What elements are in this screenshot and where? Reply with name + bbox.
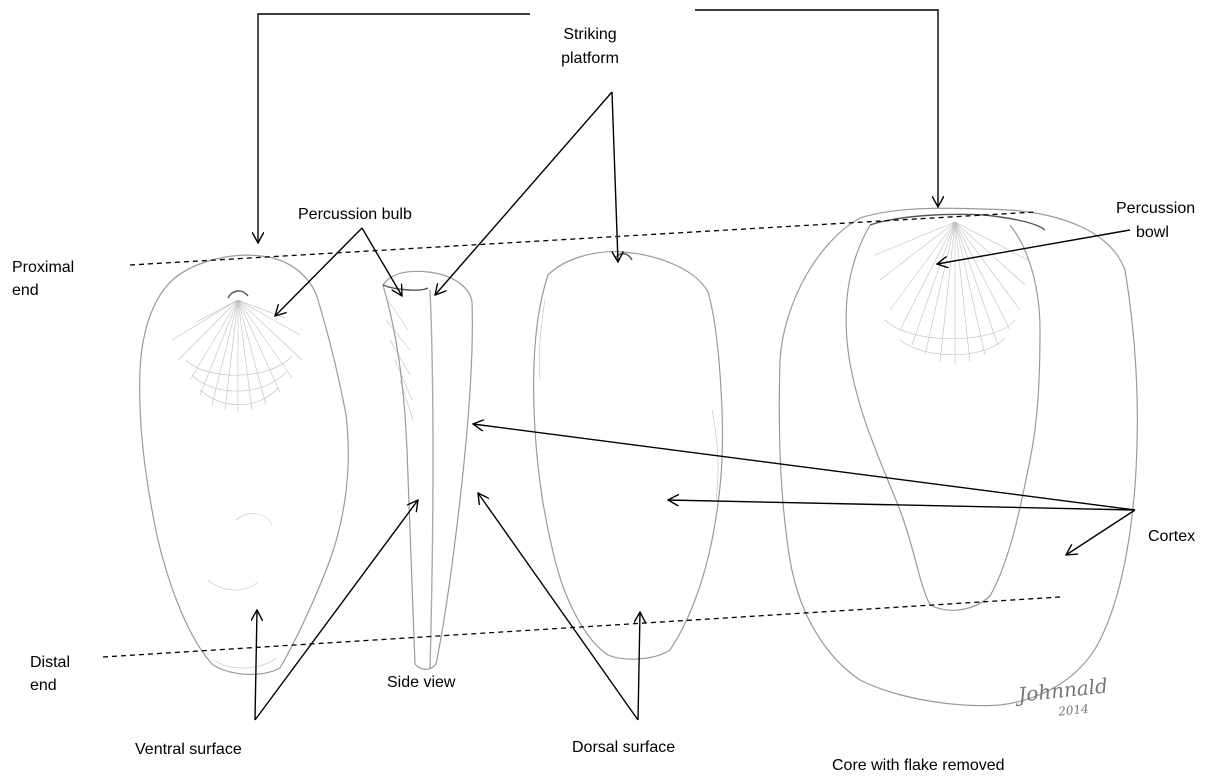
svg-text:2014: 2014: [1057, 702, 1090, 719]
percussion-bowl-arrow: [937, 230, 1130, 264]
side-view-label: Side view: [387, 674, 456, 691]
core-with-flake-removed-label: Core with flake removed: [832, 757, 1005, 774]
proximal-end-label-line2: end: [12, 282, 39, 299]
percussion-bowl-label: Percussion: [1116, 200, 1195, 217]
percussion-bowl-label-line2: bowl: [1136, 224, 1169, 241]
striking-platform-label-line2: platform: [561, 50, 619, 67]
cortex-arrows: [473, 424, 1135, 555]
dorsal-flake-drawing: [534, 252, 723, 659]
percussion-bulb-label: Percussion bulb: [298, 206, 412, 223]
distal-reference-line: [103, 597, 1060, 657]
svg-text:Johnnald: Johnnald: [1013, 674, 1109, 708]
ventral-surface-label: Ventral surface: [135, 741, 242, 758]
percussion-bulb-arrows: [275, 228, 402, 316]
cortex-label: Cortex: [1148, 528, 1195, 545]
dorsal-surface-label: Dorsal surface: [572, 739, 675, 756]
core-drawing: [779, 208, 1137, 705]
distal-end-label-line2: end: [30, 677, 57, 694]
ventral-flake-drawing: [140, 255, 349, 674]
proximal-end-label: Proximal: [12, 259, 74, 276]
dorsal-surface-arrows: [478, 493, 640, 720]
side-view-flake-drawing: [383, 271, 472, 669]
striking-platform-label: Striking: [563, 26, 616, 43]
distal-end-label: Distal: [30, 654, 70, 671]
artist-signature: Johnnald 2014: [1013, 674, 1110, 724]
proximal-reference-line: [130, 212, 1035, 265]
